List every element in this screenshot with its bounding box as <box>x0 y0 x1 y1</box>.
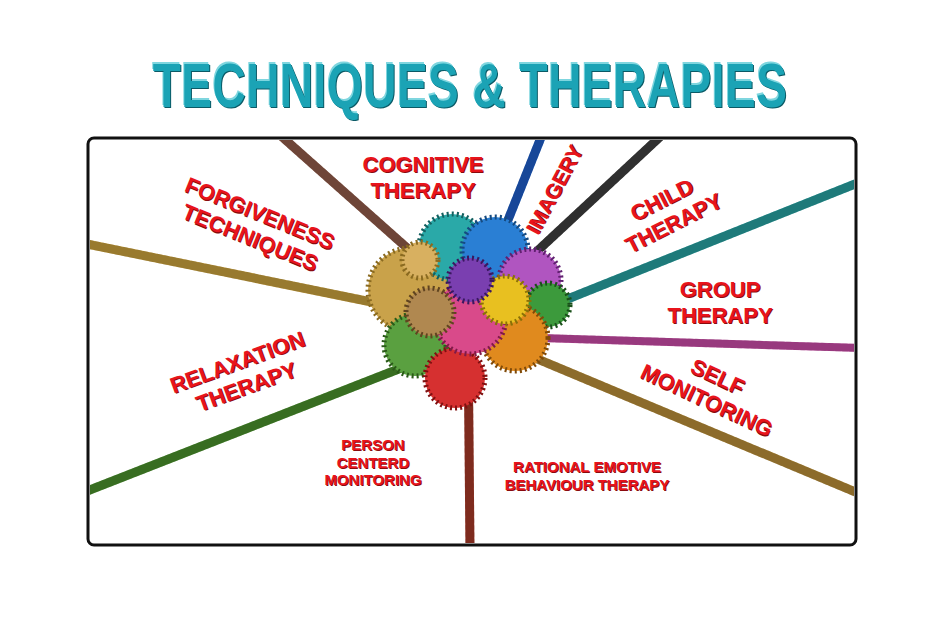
therapy-label: COGNITIVE THERAPY <box>362 152 483 204</box>
rope-brain <box>368 214 570 408</box>
diagram-title: TECHNIQUES & THERAPIES <box>153 49 788 122</box>
therapy-label: GROUP THERAPY <box>667 277 772 329</box>
therapy-label: RATIONAL EMOTIVE BEHAVIOUR THERAPY <box>485 458 690 493</box>
therapy-label: PERSON CENTERD MONITORING <box>324 436 421 489</box>
ropes <box>90 140 854 543</box>
